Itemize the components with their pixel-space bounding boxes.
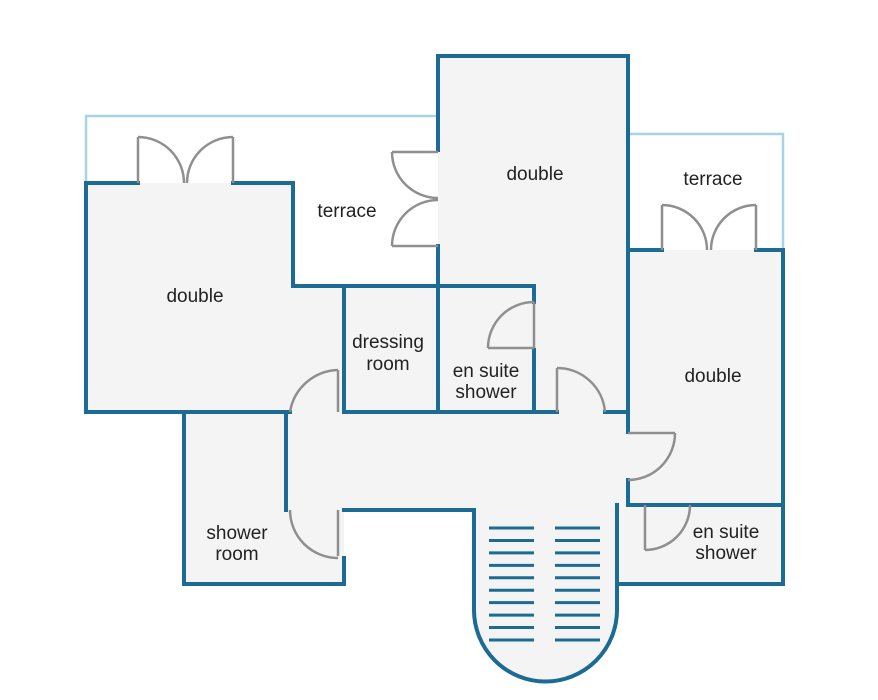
door-ensuite-mid[interactable]	[486, 300, 536, 350]
door-double-right-french[interactable]	[660, 203, 758, 251]
room-double-right	[628, 250, 783, 505]
wall-ensuite-mid	[436, 284, 536, 304]
label-dressing-1: dressing	[352, 332, 424, 353]
wall-dressing	[342, 284, 440, 414]
room-shower-left	[184, 412, 344, 584]
label-dressing-2: room	[366, 354, 409, 375]
label-double-right: double	[684, 366, 741, 387]
room-double-left	[86, 183, 438, 412]
room-labels: double double double terrace terrace dre…	[166, 164, 759, 565]
wall-staircase	[472, 503, 619, 684]
door-double-left-corridor[interactable]	[288, 368, 340, 413]
walls	[84, 54, 785, 684]
wall-double-left	[291, 181, 440, 288]
wall-shower-left	[182, 410, 346, 586]
door-shower-room[interactable]	[288, 509, 340, 560]
door-double-top-terrace[interactable]	[390, 150, 439, 248]
door-double-left-french[interactable]	[136, 135, 235, 184]
label-shower-room-2: room	[215, 544, 258, 565]
door-ensuite-right[interactable]	[643, 504, 692, 552]
door-double-right-corridor[interactable]	[627, 431, 677, 482]
label-terrace-left: terrace	[317, 201, 376, 222]
label-terrace-right: terrace	[683, 169, 742, 190]
label-ensuite-mid-2: shower	[455, 382, 517, 403]
label-double-top: double	[506, 164, 563, 185]
door-double-top-corridor[interactable]	[555, 366, 607, 413]
label-ensuite-right-1: en suite	[693, 522, 760, 543]
room-staircase	[474, 510, 617, 682]
label-ensuite-mid-1: en suite	[453, 361, 520, 382]
label-ensuite-right-2: shower	[695, 543, 757, 564]
doors	[136, 135, 758, 560]
terrace-left-edge	[84, 114, 438, 183]
wall-double-top	[436, 54, 630, 414]
floor-fills	[86, 56, 783, 682]
label-shower-room-1: shower	[206, 523, 268, 544]
staircase-steps	[489, 526, 600, 642]
terrace-right-edge	[628, 132, 785, 250]
wall-double-right-b	[626, 248, 785, 507]
wall-double-left-top	[84, 181, 140, 414]
label-double-left: double	[166, 286, 223, 307]
terrace-outlines	[84, 114, 785, 250]
